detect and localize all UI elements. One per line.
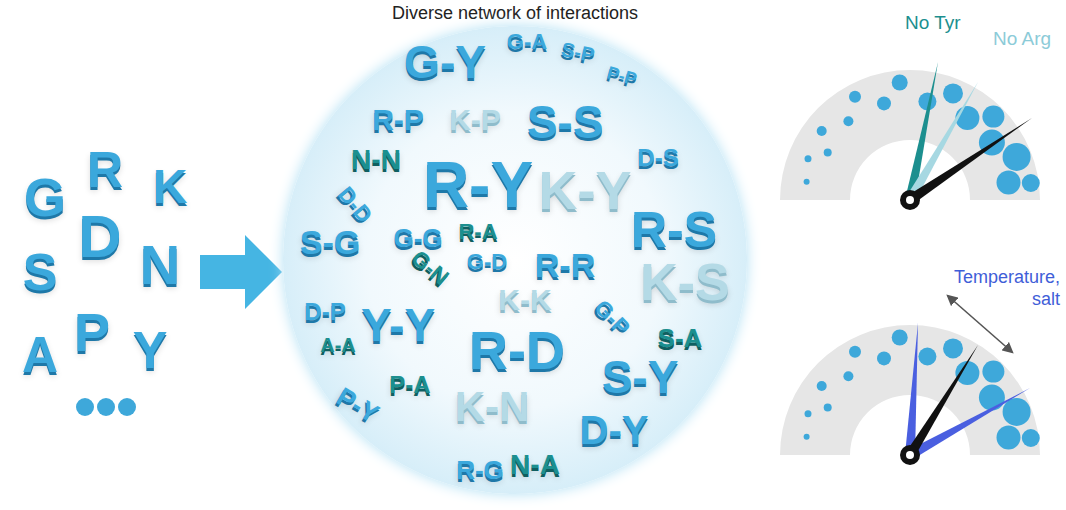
amino-acid-letter: A bbox=[22, 330, 58, 380]
amino-acid-letter: P bbox=[74, 305, 110, 359]
figure-title: Diverse network of interactions bbox=[283, 3, 747, 24]
residue-pair: S-S bbox=[527, 99, 604, 145]
residue-pair: G-A bbox=[507, 31, 547, 53]
residue-pair: P-A bbox=[389, 373, 430, 397]
residue-pair: D-P bbox=[304, 300, 345, 324]
residue-pair: D-Y bbox=[580, 410, 649, 450]
amino-acid-letter: K bbox=[153, 163, 188, 211]
gauge-label: No Arg bbox=[993, 28, 1051, 50]
residue-pair: Y-Y bbox=[361, 302, 435, 348]
amino-acid-letter: N bbox=[140, 237, 180, 293]
residue-pair: S-Y bbox=[602, 354, 679, 400]
residue-pair: A-A bbox=[320, 335, 356, 355]
gauge-label: No Tyr bbox=[905, 12, 961, 34]
amino-acid-letter: S bbox=[23, 246, 58, 298]
residue-pair: K-Y bbox=[539, 163, 632, 217]
residue-pair: K-N bbox=[455, 386, 530, 428]
residue-pair: N-A bbox=[510, 451, 560, 479]
residue-pair: D-S bbox=[637, 146, 678, 170]
residue-pair: G-D bbox=[467, 251, 507, 273]
residue-pair: P-P bbox=[605, 63, 639, 88]
amino-acid-letter: Y bbox=[133, 324, 168, 376]
residue-pair: R-R bbox=[535, 248, 595, 282]
residue-pair: R-Y bbox=[423, 153, 533, 217]
residue-pair: N-N bbox=[351, 146, 401, 174]
residue-pair: R-P bbox=[372, 105, 424, 135]
residue-pair: G-Y bbox=[404, 39, 486, 85]
residue-pair: S-P bbox=[560, 39, 597, 65]
residue-pair: S-G bbox=[300, 225, 360, 259]
condensate-droplet: G-Y G-A S-P P-P R-P K-P S-S N-N D-S D-D R-YK-YR-S S… bbox=[283, 26, 747, 494]
gauge-label: Temperature, salt bbox=[938, 266, 1060, 310]
residue-pair: S-A bbox=[658, 325, 703, 351]
residue-pair: G-P bbox=[590, 296, 633, 339]
residue-pair: K-K bbox=[498, 285, 551, 315]
residue-pair: G-G bbox=[393, 225, 442, 251]
amino-acid-letter: D bbox=[78, 207, 121, 267]
residue-pair: D-D bbox=[334, 183, 376, 227]
residue-pair: R-G bbox=[456, 457, 504, 483]
residue-pair: K-S bbox=[640, 256, 730, 308]
residue-pair: K-P bbox=[449, 105, 501, 135]
amino-acid-letter: G bbox=[24, 170, 66, 224]
residue-pair: P-Y bbox=[333, 383, 384, 427]
residue-pair: R-D bbox=[469, 323, 565, 377]
residue-pair: R-S bbox=[631, 205, 717, 255]
residue-pair: G-N bbox=[407, 247, 452, 290]
amino-acid-letter: R bbox=[87, 145, 123, 195]
residue-pair: R-A bbox=[458, 221, 497, 243]
